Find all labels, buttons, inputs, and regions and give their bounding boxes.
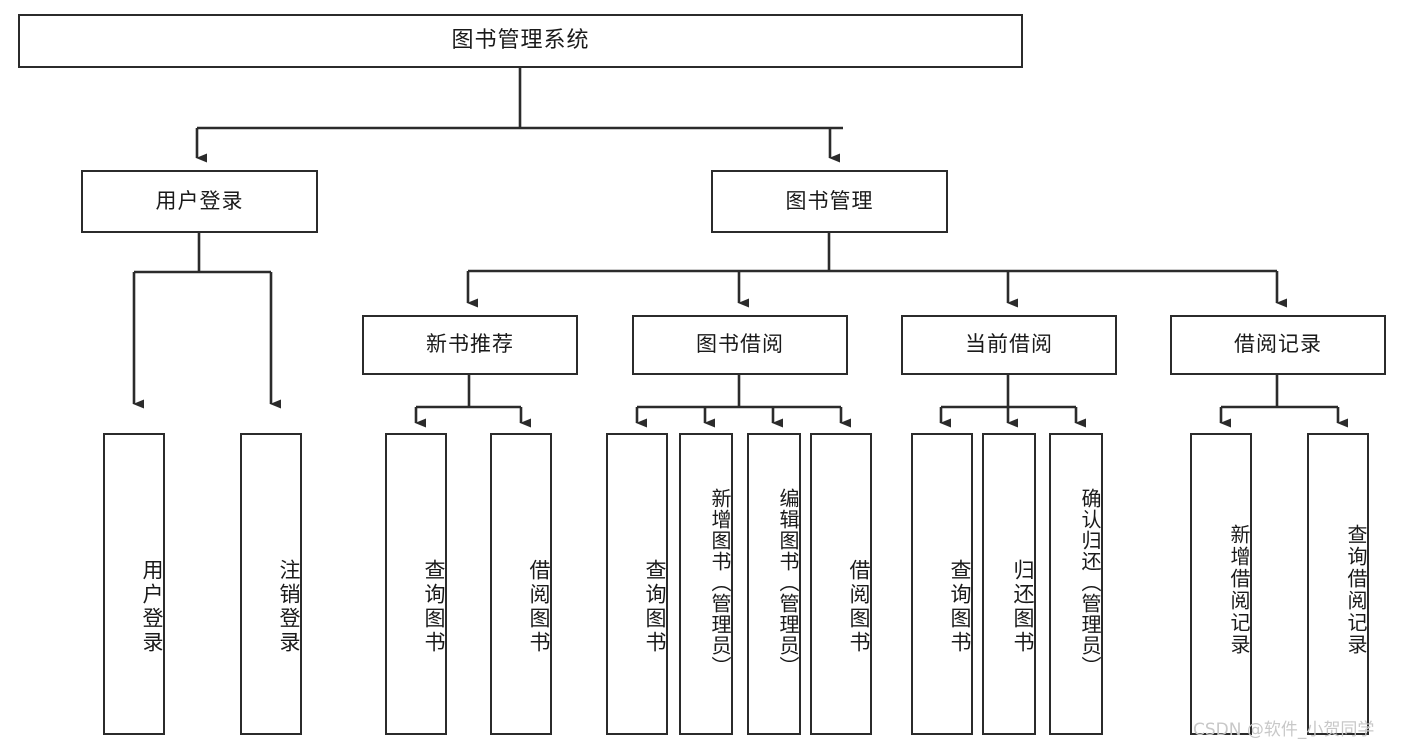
node-leaf-query-book-2-label: 查询图书 [643, 559, 667, 655]
connectors-book-manage [466, 233, 1287, 308]
node-leaf-user-login-label: 用户登录 [140, 559, 164, 655]
connectors-user-login [132, 233, 281, 409]
node-book-manage-label: 图书管理 [785, 188, 874, 213]
connectors-current-borrow [939, 375, 1086, 428]
node-leaf-user-logout[interactable]: 注销登录 [240, 433, 302, 735]
node-book-borrow-label: 图书借阅 [696, 332, 784, 357]
node-new-book-rec-label: 新书推荐 [426, 332, 514, 357]
node-user-login-label: 用户登录 [155, 188, 244, 213]
node-book-manage[interactable]: 图书管理 [711, 170, 948, 233]
node-leaf-add-book-label: 新增图书（管理员） [708, 487, 732, 677]
connectors-new-book-rec [414, 375, 531, 428]
node-current-borrow[interactable]: 当前借阅 [901, 315, 1117, 375]
node-leaf-query-book-1[interactable]: 查询图书 [385, 433, 447, 735]
node-leaf-user-login[interactable]: 用户登录 [103, 433, 165, 735]
node-leaf-query-book-3-label: 查询图书 [948, 559, 972, 655]
node-leaf-add-record[interactable]: 新增借阅记录 [1190, 433, 1252, 735]
node-leaf-query-book-2[interactable]: 查询图书 [606, 433, 668, 735]
node-leaf-borrow-book-1[interactable]: 借阅图书 [490, 433, 552, 735]
node-borrow-record[interactable]: 借阅记录 [1170, 315, 1386, 375]
node-new-book-rec[interactable]: 新书推荐 [362, 315, 578, 375]
node-user-login[interactable]: 用户登录 [81, 170, 318, 233]
connectors-borrow-record [1219, 375, 1348, 428]
node-leaf-return-book[interactable]: 归还图书 [982, 433, 1036, 735]
connectors-book-borrow [635, 375, 851, 428]
node-leaf-query-book-3[interactable]: 查询图书 [911, 433, 973, 735]
node-borrow-record-label: 借阅记录 [1234, 332, 1322, 357]
node-leaf-add-book[interactable]: 新增图书（管理员） [679, 433, 733, 735]
node-leaf-query-record-label: 查询借阅记录 [1344, 524, 1368, 656]
node-leaf-return-book-label: 归还图书 [1011, 559, 1035, 655]
node-leaf-borrow-book-2[interactable]: 借阅图书 [810, 433, 872, 735]
node-root-label: 图书管理系统 [451, 27, 590, 53]
node-leaf-user-logout-label: 注销登录 [277, 559, 301, 655]
node-leaf-query-book-1-label: 查询图书 [422, 559, 446, 655]
node-book-borrow[interactable]: 图书借阅 [632, 315, 848, 375]
node-leaf-confirm-return-label: 确认归还（管理员） [1078, 487, 1102, 677]
node-leaf-edit-book[interactable]: 编辑图书（管理员） [747, 433, 801, 735]
node-leaf-query-record[interactable]: 查询借阅记录 [1307, 433, 1369, 735]
node-leaf-borrow-book-1-label: 借阅图书 [527, 559, 551, 655]
node-leaf-add-record-label: 新增借阅记录 [1227, 524, 1251, 656]
node-leaf-edit-book-label: 编辑图书（管理员） [776, 487, 800, 677]
node-current-borrow-label: 当前借阅 [965, 332, 1053, 357]
connectors-root [195, 68, 843, 163]
node-leaf-borrow-book-2-label: 借阅图书 [847, 559, 871, 655]
node-leaf-confirm-return[interactable]: 确认归还（管理员） [1049, 433, 1103, 735]
node-root[interactable]: 图书管理系统 [18, 14, 1023, 68]
